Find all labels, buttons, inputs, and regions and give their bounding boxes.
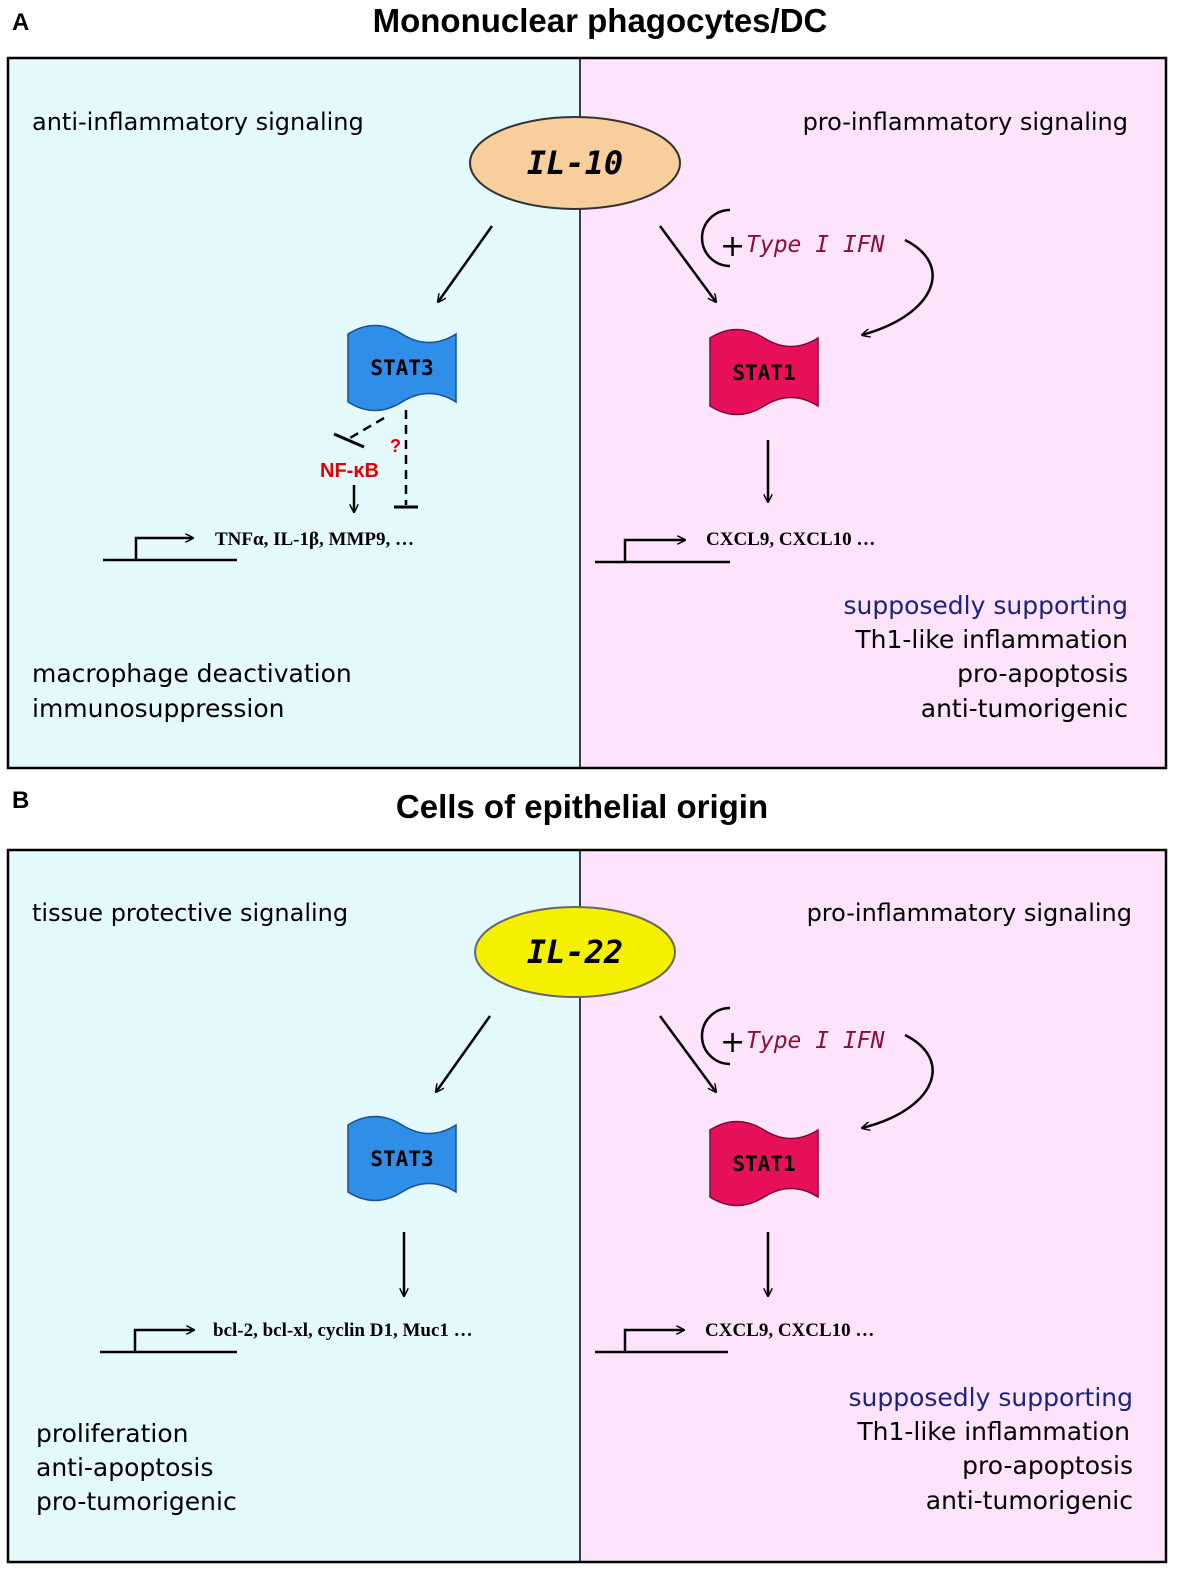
outcome-a-left-1: macrophage deactivation <box>32 659 352 688</box>
panel-a: A Mononuclear phagocytes/DC anti-inflamm… <box>6 2 1168 770</box>
outcome-b-right-2: pro-apoptosis <box>962 1451 1133 1480</box>
ifn-plus-b: + <box>720 1025 745 1060</box>
arrow-ifn-to-stat1-a <box>862 238 934 335</box>
panel-b-title: Cells of epithelial origin <box>396 788 768 825</box>
inhibit-bar-nfkb <box>333 432 365 449</box>
panel-a-right-region <box>580 58 1166 768</box>
stat1-label-a: STAT1 <box>732 361 795 385</box>
outcome-b-left-3: pro-tumorigenic <box>36 1487 237 1516</box>
ifn-bracket-b <box>700 1006 731 1066</box>
panel-a-left-header: anti-inflammatory signaling <box>32 108 364 136</box>
panel-a-title: Mononuclear phagocytes/DC <box>373 2 828 39</box>
ifn-label-a: Type I IFN <box>746 232 885 258</box>
promoter-arrow-a-left <box>134 538 193 560</box>
panel-a-border <box>6 56 1168 770</box>
arrow-il22-to-stat3 <box>436 1015 492 1092</box>
outcome-a-right-3: anti-tumorigenic <box>921 694 1128 723</box>
panel-b-right-region <box>580 850 1166 1562</box>
outcome-a-right-2: pro-apoptosis <box>957 659 1128 688</box>
genes-a-right: CXCL9, CXCL10 … <box>706 529 875 550</box>
panel-b-left-header: tissue protective signaling <box>32 899 348 927</box>
outcome-a-right-1: Th1-like inflammation <box>854 625 1128 654</box>
outcome-b-left-2: anti-apoptosis <box>36 1453 213 1482</box>
stat3-label-b: STAT3 <box>370 1147 433 1171</box>
il22-ellipse <box>474 906 676 998</box>
panel-a-right-header: pro-inflammatory signaling <box>803 108 1128 136</box>
dash-stat3-to-nfkb <box>349 416 385 440</box>
promoter-arrow-a-right <box>623 540 685 562</box>
stat1-shape-b <box>709 1120 819 1207</box>
genes-a-left: TNFα, IL-1β, MMP9, … <box>215 529 414 550</box>
panel-b-right-header: pro-inflammatory signaling <box>807 899 1132 927</box>
promoter-arrow-b-right <box>623 1330 684 1352</box>
outcome-b-right-1: Th1-like inflammation <box>856 1417 1130 1446</box>
arrow-il22-to-stat1 <box>658 1015 716 1092</box>
ifn-label-b: Type I IFN <box>746 1028 885 1054</box>
outcome-b-right-3: anti-tumorigenic <box>926 1486 1133 1515</box>
support-title-a: supposedly supporting <box>843 591 1128 620</box>
outcome-a-left-2: immunosuppression <box>32 694 285 723</box>
panel-b: B Cells of epithelial origin tissue prot… <box>6 787 1168 1564</box>
arrow-il10-to-stat3 <box>438 225 494 302</box>
nfkb-label: NF-κB <box>320 460 379 482</box>
stat1-shape-a <box>709 328 819 416</box>
stat1-label-b: STAT1 <box>732 1152 795 1176</box>
panel-b-border <box>6 848 1168 1564</box>
panel-a-letter: A <box>12 9 29 36</box>
support-title-b: supposedly supporting <box>848 1383 1133 1412</box>
stat3-label-a: STAT3 <box>370 356 433 380</box>
genes-b-right: CXCL9, CXCL10 … <box>705 1320 874 1341</box>
il10-label: IL-10 <box>527 144 623 182</box>
stat3-shape-a <box>347 324 457 412</box>
genes-b-left: bcl-2, bcl-xl, cyclin D1, Muc1 … <box>213 1320 473 1341</box>
promoter-arrow-b-left <box>133 1330 194 1352</box>
ifn-plus-a: + <box>720 229 745 264</box>
panel-b-letter: B <box>12 787 29 814</box>
question-mark: ? <box>390 436 401 456</box>
outcome-b-left-1: proliferation <box>36 1419 188 1448</box>
arrow-ifn-to-stat1-b <box>862 1033 934 1128</box>
il22-label: IL-22 <box>527 933 623 971</box>
arrow-il10-to-stat1 <box>658 225 716 302</box>
ifn-bracket-a <box>700 208 731 268</box>
stat3-shape-b <box>347 1115 457 1202</box>
il10-ellipse <box>469 116 681 210</box>
